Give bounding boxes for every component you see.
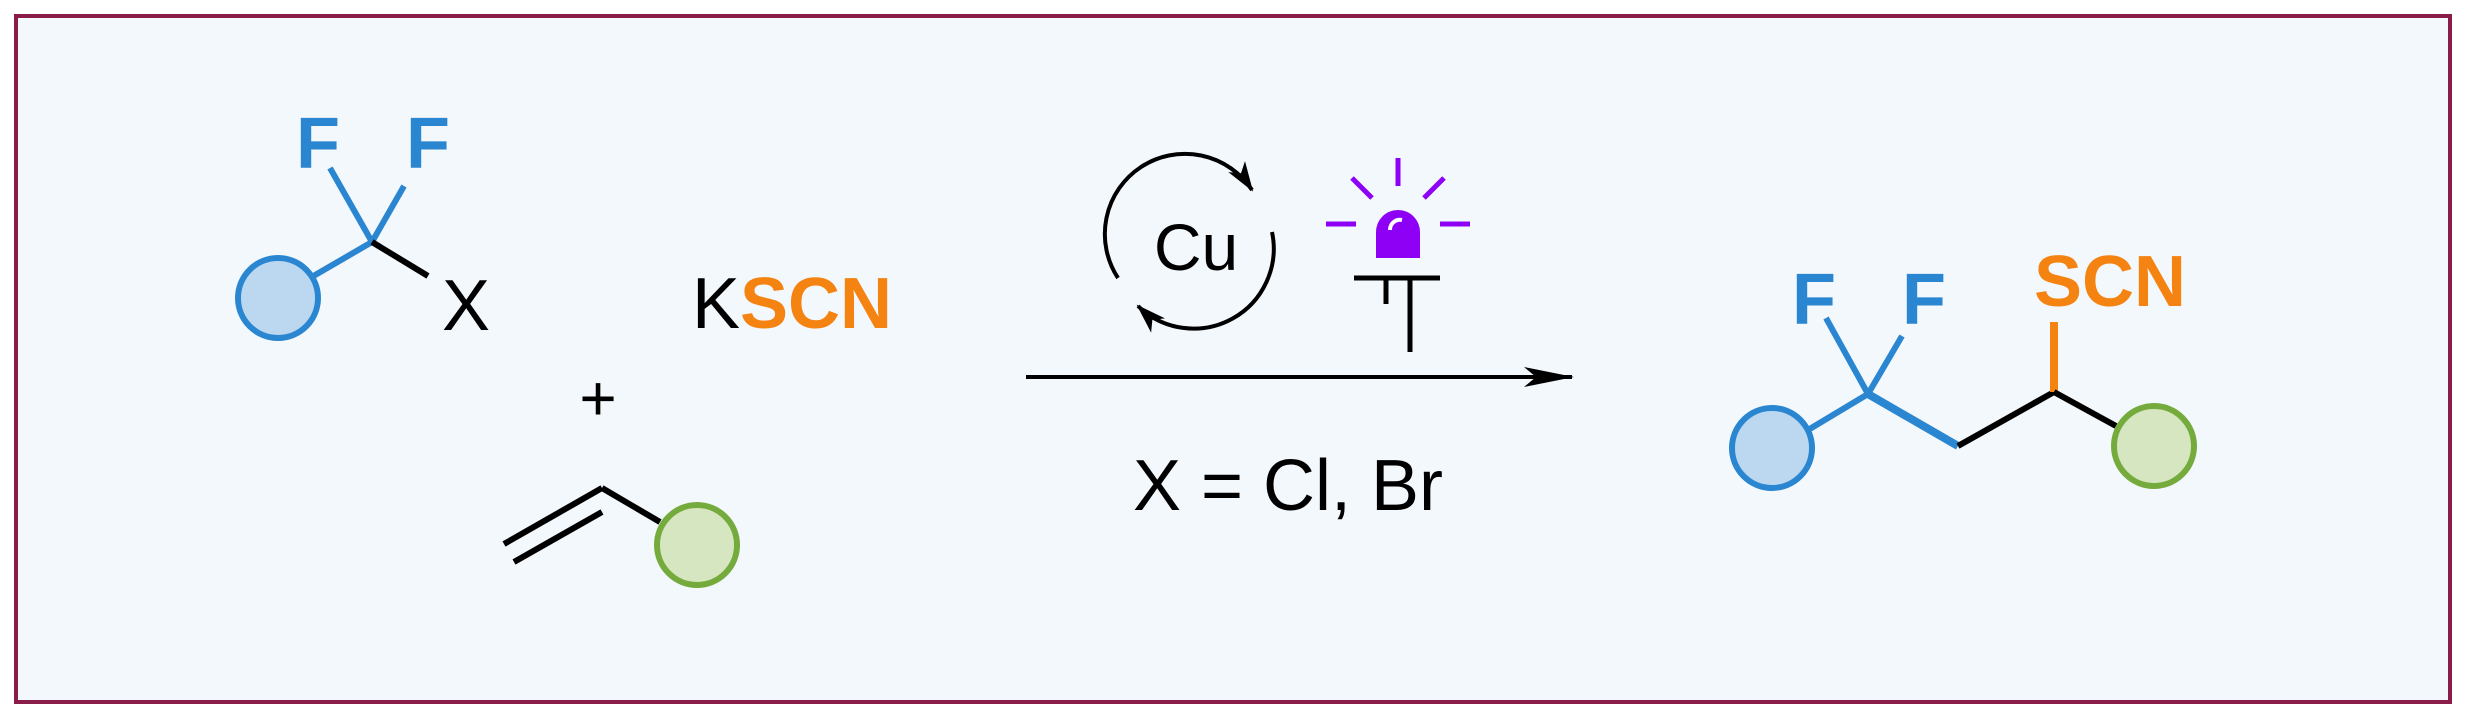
fluorine-label: F (1902, 260, 1946, 340)
bond-ch2-ch (1956, 389, 2056, 449)
bond-c-x (370, 239, 430, 279)
bulb-dome (1376, 210, 1420, 258)
bond-c-f2 (1865, 334, 1905, 396)
bond-c-f2 (369, 184, 407, 244)
bond-ch-r (2052, 389, 2118, 429)
substituent-circle-green (2111, 403, 2197, 489)
fluorine-label: F (296, 104, 340, 184)
light-bulb-icon (1326, 158, 1470, 352)
copper-catalyst: Cu (1102, 151, 1276, 333)
bond-double-inner (512, 509, 604, 565)
substituent-circle-blue (1729, 405, 1815, 491)
bond-r-cf2 (1806, 391, 1870, 433)
scheme-frame (14, 14, 2452, 704)
catalytic-cycle-arrows-icon (1102, 151, 1254, 280)
plus-sign: + (579, 362, 616, 434)
bond-r-cf2 (308, 239, 374, 281)
bond-c-f1 (327, 166, 375, 244)
substituent-circle-blue (235, 255, 321, 341)
fluorine-label: F (1792, 260, 1836, 340)
substituent-circle-green (654, 502, 740, 588)
bulb-highlight (1388, 217, 1403, 231)
fluorine-label: F (406, 104, 450, 184)
bond-cf2-ch2 (1865, 390, 1961, 450)
bond-to-substituent (600, 485, 662, 525)
thiocyanate-label: SCN (2034, 242, 2186, 322)
potassium-label: K (692, 264, 740, 344)
reaction-condition: X = Cl, Br (1133, 446, 1443, 526)
thiocyanate-label: SCN (740, 264, 892, 344)
bond-double-outer (502, 485, 604, 547)
alkene (502, 485, 740, 588)
bond-c-f1 (1823, 316, 1871, 396)
leaving-group-label: X (442, 266, 490, 346)
catalyst-metal-label: Cu (1154, 210, 1238, 284)
light-ray (1350, 176, 1374, 200)
catalytic-cycle-arrows-icon (1136, 231, 1276, 333)
difluoroalkyl-halide: F F X (235, 104, 490, 346)
product: F F SCN (1729, 242, 2197, 491)
light-ray (1422, 176, 1446, 200)
reagent-kscn: KSCN (692, 264, 892, 344)
